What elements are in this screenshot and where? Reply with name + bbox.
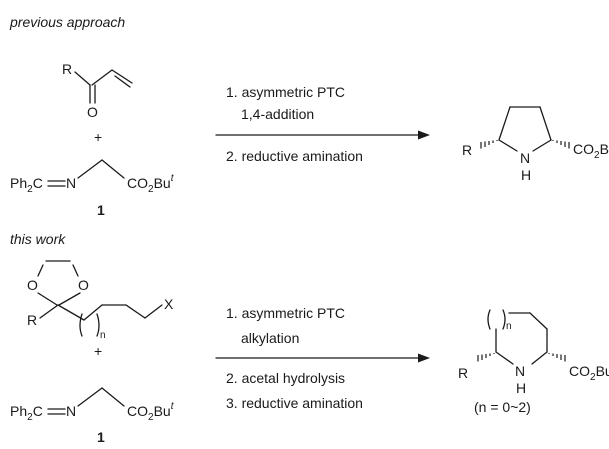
atom-bu: Bu xyxy=(596,363,609,379)
atom-ph: Ph xyxy=(10,403,27,419)
atom-n: N xyxy=(66,403,76,419)
atom-r: R xyxy=(62,61,72,77)
atom-n-index: n xyxy=(100,330,106,341)
atom-r: R xyxy=(462,142,472,158)
compound-number-1-previous: 1 xyxy=(97,202,105,218)
step-this-work-3: 3. reductive amination xyxy=(226,395,363,411)
atom-n: N xyxy=(66,175,76,191)
atom-r: R xyxy=(458,365,468,381)
heading-this-work: this work xyxy=(10,231,66,247)
enone-structure: R O xyxy=(62,61,133,120)
atom-o: O xyxy=(87,104,98,120)
atom-o: O xyxy=(78,277,89,293)
atom-bu: Bu xyxy=(154,403,171,419)
glycine-imine-structure-this-work: Ph2C N CO2But xyxy=(10,387,175,423)
piperidine-product-structure: n N H R CO2But xyxy=(458,309,609,396)
step-this-work-1: 1. asymmetric PTC xyxy=(226,305,345,321)
atom-co: CO xyxy=(569,363,590,379)
atom-ph: Ph xyxy=(10,175,27,191)
atom-bu: Bu xyxy=(154,175,171,191)
step-previous-2: 2. reductive amination xyxy=(226,148,363,164)
atom-n-index: n xyxy=(506,321,512,332)
svg-text:CO2But: CO2But xyxy=(127,401,175,423)
svg-text:Ph2C: Ph2C xyxy=(10,175,43,195)
svg-text:CO2But: CO2But xyxy=(573,139,609,161)
reaction-arrow-previous xyxy=(215,130,430,140)
compound-number-1-this-work: 1 xyxy=(97,429,105,445)
atom-x: X xyxy=(164,296,174,312)
step-this-work-1-detail: alkylation xyxy=(241,330,299,346)
atom-co: CO xyxy=(127,175,148,191)
svg-text:Ph2C: Ph2C xyxy=(10,403,43,423)
atom-co-subscript: 2 xyxy=(148,184,154,195)
atom-ph-subscript: 2 xyxy=(27,412,33,423)
atom-co: CO xyxy=(573,141,594,157)
atom-n: N xyxy=(515,363,525,379)
step-this-work-2: 2. acetal hydrolysis xyxy=(226,370,345,386)
svg-text:CO2But: CO2But xyxy=(569,361,609,383)
atom-co-subscript: 2 xyxy=(148,412,154,423)
atom-ph-subscript: 2 xyxy=(27,184,33,195)
atom-c: C xyxy=(33,403,43,419)
atom-o: O xyxy=(27,277,38,293)
pyrrolidine-product-structure: N H R CO2But xyxy=(462,106,609,183)
atom-h: H xyxy=(516,380,526,396)
condition-note-n-range: (n = 0~2) xyxy=(474,399,531,415)
atom-co-subscript: 2 xyxy=(590,372,596,383)
atom-co: CO xyxy=(127,403,148,419)
dioxolane-halide-structure: O O R X n xyxy=(27,260,174,341)
glycine-imine-structure-previous: Ph2C N CO2But xyxy=(10,159,175,195)
atom-bu: Bu xyxy=(600,141,609,157)
plus-sign-previous: + xyxy=(94,129,102,145)
heading-previous-approach: previous approach xyxy=(9,14,125,30)
svg-text:CO2But: CO2But xyxy=(127,173,175,195)
atom-r: R xyxy=(27,312,37,328)
atom-h: H xyxy=(521,167,531,183)
step-previous-1: 1. asymmetric PTC xyxy=(226,84,345,100)
atom-n: N xyxy=(520,150,530,166)
reaction-arrow-this-work xyxy=(215,353,430,363)
atom-bu-superscript: t xyxy=(171,173,175,184)
step-previous-1-detail: 1,4-addition xyxy=(241,106,314,122)
atom-co-subscript: 2 xyxy=(594,150,600,161)
plus-sign-this-work: + xyxy=(94,343,102,359)
atom-c: C xyxy=(33,175,43,191)
atom-bu-superscript: t xyxy=(171,401,175,412)
